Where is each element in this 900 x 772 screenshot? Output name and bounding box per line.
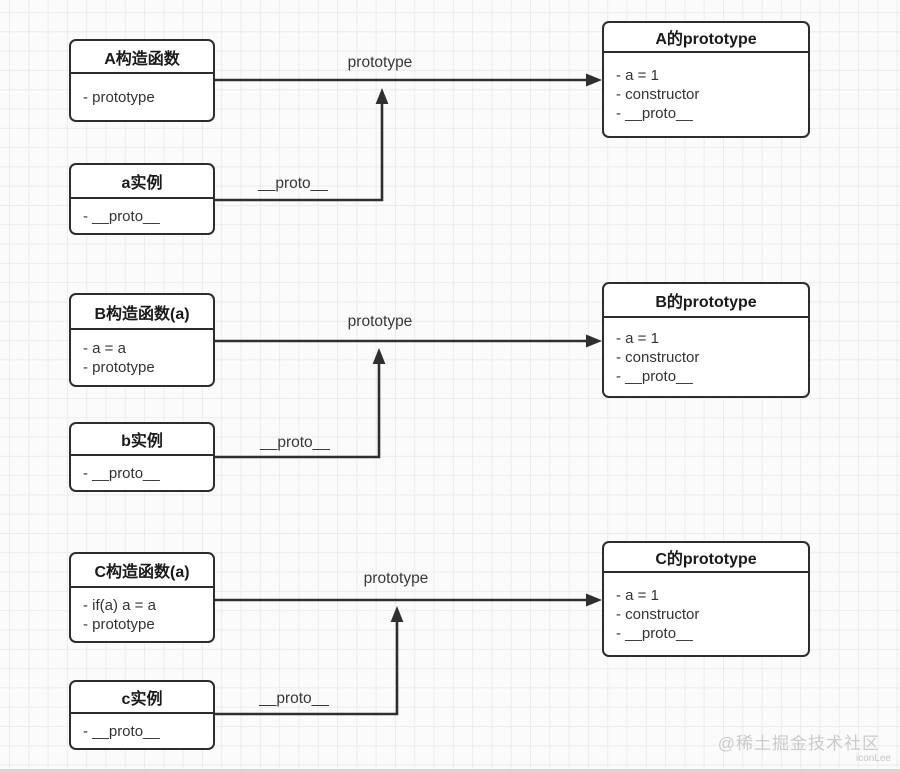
box-body: - a = 1 - constructor - __proto__ xyxy=(604,53,808,136)
instance-box-c: c实例 - __proto__ xyxy=(69,680,215,750)
member-row: - constructor xyxy=(616,605,700,623)
box-title: C构造函数(a) xyxy=(71,554,213,588)
box-title: B构造函数(a) xyxy=(71,295,213,330)
member-row: - constructor xyxy=(616,348,700,366)
box-body: - __proto__ xyxy=(71,456,213,490)
member-row: - __proto__ xyxy=(83,464,160,482)
box-body: - a = 1 - constructor - __proto__ xyxy=(604,573,808,655)
proto-arrow-label-c: __proto__ xyxy=(259,690,329,707)
box-title: c实例 xyxy=(71,682,213,714)
prototype-box-b: B的prototype - a = 1 - constructor - __pr… xyxy=(602,282,810,398)
member-row: - a = 1 xyxy=(616,67,659,84)
box-title: a实例 xyxy=(71,165,213,199)
member-row: - prototype xyxy=(83,358,155,376)
proto-arrow-label-a: __proto__ xyxy=(258,175,328,192)
proto-arrow-label-b: __proto__ xyxy=(260,434,330,451)
box-title: A的prototype xyxy=(604,23,808,53)
box-body: - __proto__ xyxy=(71,199,213,233)
member-row: - __proto__ xyxy=(83,207,160,225)
prototype-arrow-a xyxy=(213,73,602,87)
constructor-box-c: C构造函数(a) - if(a) a = a - prototype xyxy=(69,552,215,643)
box-title: C的prototype xyxy=(604,543,808,573)
member-row: - a = 1 xyxy=(616,329,659,347)
box-body: - a = 1 - constructor - __proto__ xyxy=(604,318,808,396)
instance-box-a: a实例 - __proto__ xyxy=(69,163,215,235)
member-row: - __proto__ xyxy=(616,367,693,385)
constructor-box-a: A构造函数 - prototype xyxy=(69,39,215,122)
constructor-box-b: B构造函数(a) - a = a - prototype xyxy=(69,293,215,387)
member-row: - if(a) a = a xyxy=(83,596,156,614)
member-row: - __proto__ xyxy=(616,624,693,642)
box-title: B的prototype xyxy=(604,284,808,318)
box-body: - prototype xyxy=(71,74,213,120)
member-row: - __proto__ xyxy=(83,722,160,740)
box-body: - __proto__ xyxy=(71,714,213,748)
instance-box-b: b实例 - __proto__ xyxy=(69,422,215,492)
prototype-box-a: A的prototype - a = 1 - constructor - __pr… xyxy=(602,21,810,138)
bottom-edge-divider xyxy=(0,769,900,772)
box-body: - a = a - prototype xyxy=(71,330,213,385)
watermark-author: iconLee xyxy=(855,753,891,764)
member-row: - prototype xyxy=(83,88,155,106)
box-body: - if(a) a = a - prototype xyxy=(71,588,213,641)
prototype-arrow-c xyxy=(213,593,602,607)
prototype-arrow-label-b: prototype xyxy=(347,313,413,330)
box-title: A构造函数 xyxy=(71,41,213,74)
member-row: - a = 1 xyxy=(616,586,659,604)
prototype-arrow-label-c: prototype xyxy=(363,570,429,587)
member-row: - __proto__ xyxy=(616,105,693,122)
member-row: - a = a xyxy=(83,339,126,357)
watermark-community: @稀土掘金技术社区 xyxy=(717,734,880,753)
box-title: b实例 xyxy=(71,424,213,456)
prototype-arrow-b xyxy=(213,334,602,348)
member-row: - prototype xyxy=(83,615,155,633)
prototype-arrow-label-a: prototype xyxy=(347,54,413,71)
member-row: - constructor xyxy=(616,86,700,103)
prototype-box-c: C的prototype - a = 1 - constructor - __pr… xyxy=(602,541,810,657)
